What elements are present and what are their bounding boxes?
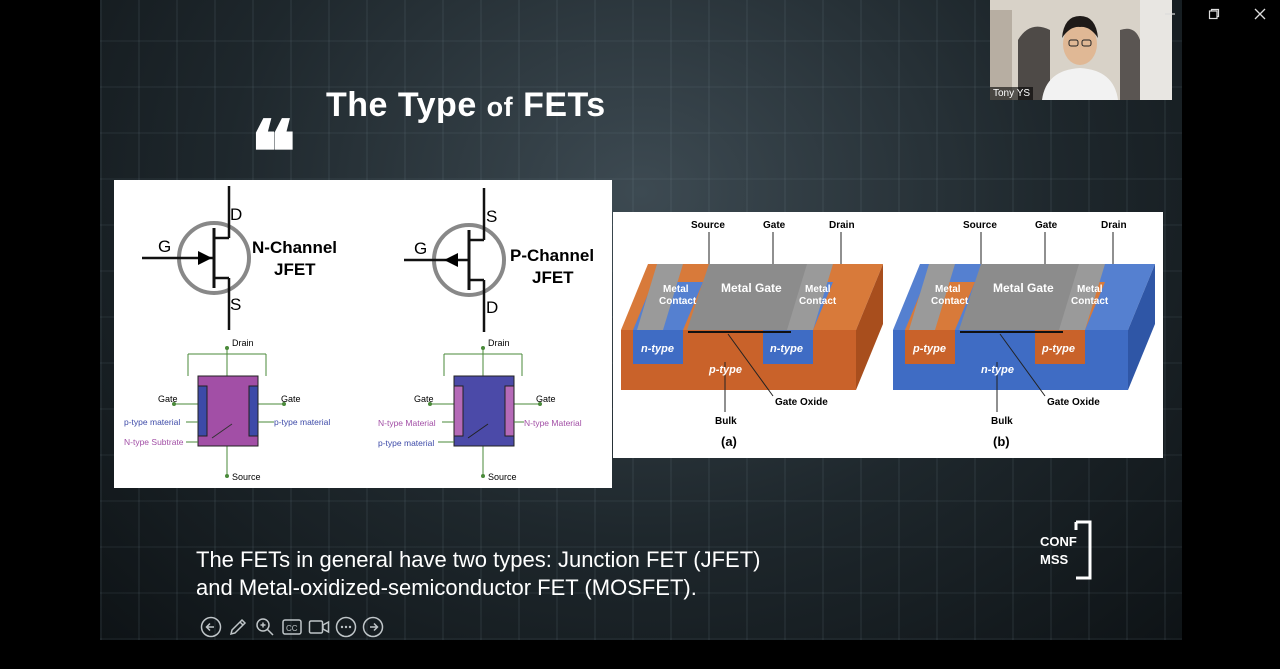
p-channel-symbol: G S D P-Channel JFET bbox=[404, 188, 594, 332]
more-icon[interactable] bbox=[335, 616, 357, 638]
cc-icon[interactable]: CC bbox=[281, 616, 303, 638]
presentation-slide: ❝ The Type of FETs G D S N-Channel JFET bbox=[100, 0, 1182, 640]
logo-top-text: CONF bbox=[1040, 534, 1077, 549]
n-channel-title: N-Channel bbox=[252, 238, 337, 257]
participant-name: Tony YS bbox=[990, 87, 1034, 100]
b-contact-right: Contact bbox=[1071, 296, 1109, 307]
n-ptype-right-label: p-type material bbox=[274, 417, 330, 427]
b-bulk: Bulk bbox=[991, 416, 1013, 427]
title-end-part: FETs bbox=[513, 86, 606, 124]
a-contact-right: Contact bbox=[799, 296, 837, 307]
webcam-video[interactable]: Tony YS bbox=[990, 0, 1172, 100]
p-source-symbol: S bbox=[486, 207, 497, 226]
b-contact-left: Contact bbox=[931, 296, 969, 307]
n-channel-symbol: G D S N-Channel JFET bbox=[142, 186, 337, 330]
b-gate-oxide: Gate Oxide bbox=[1047, 397, 1100, 408]
a-substrate: p-type bbox=[708, 364, 742, 376]
a-well-right: n-type bbox=[770, 343, 803, 355]
n-drain-label: Drain bbox=[232, 338, 254, 348]
b-well-left: p-type bbox=[912, 343, 946, 355]
title-part: The Type bbox=[326, 86, 487, 124]
n-ptype-left-label: p-type material bbox=[124, 417, 180, 427]
minimize-icon[interactable] bbox=[1160, 4, 1180, 24]
b-source-label: Source bbox=[963, 220, 997, 231]
speaker-video-frame bbox=[990, 0, 1172, 100]
slide-caption: The FETs in general have two types: Junc… bbox=[196, 546, 760, 602]
a-metal-gate: Metal Gate bbox=[721, 281, 782, 295]
mosfet-a: Source Gate Drain Metal Contact Metal Ga… bbox=[621, 220, 883, 449]
restore-icon[interactable] bbox=[1204, 4, 1224, 24]
b-well-right: p-type bbox=[1041, 343, 1075, 355]
p-jfet-title: JFET bbox=[532, 268, 574, 287]
jfet-diagram: G D S N-Channel JFET G S D P-Channel bbox=[124, 186, 594, 482]
caption-line-2: and Metal-oxidized-semiconductor FET (MO… bbox=[196, 575, 697, 600]
n-channel-structure: Drain Source Gate Gate p-type material p… bbox=[124, 338, 330, 482]
a-bulk: Bulk bbox=[715, 416, 737, 427]
logo-bottom-text: MSS bbox=[1040, 552, 1069, 567]
svg-text:CC: CC bbox=[286, 624, 298, 633]
n-jfet-title: JFET bbox=[274, 260, 316, 279]
a-caption: (a) bbox=[721, 434, 737, 449]
a-gate-oxide: Gate Oxide bbox=[775, 397, 828, 408]
n-gate-left-label: Gate bbox=[158, 394, 178, 404]
caption-line-1: The FETs in general have two types: Junc… bbox=[196, 547, 761, 572]
mosfet-diagram: Source Gate Drain Metal Contact Metal Ga… bbox=[621, 220, 1155, 449]
b-metal-gate: Metal Gate bbox=[993, 281, 1054, 295]
p-channel-structure: Drain Source Gate Gate N-type Material N… bbox=[378, 338, 582, 482]
n-source-symbol: S bbox=[230, 295, 241, 314]
n-gate-symbol: G bbox=[158, 237, 171, 256]
prev-icon[interactable] bbox=[200, 616, 222, 638]
b-caption: (b) bbox=[993, 434, 1010, 449]
p-gate-right-label: Gate bbox=[536, 394, 556, 404]
a-metal-left: Metal bbox=[663, 284, 689, 295]
b-substrate: n-type bbox=[981, 364, 1014, 376]
b-drain-label: Drain bbox=[1101, 220, 1127, 231]
p-ptype-label: p-type material bbox=[378, 438, 434, 448]
slide-title: The Type of FETs bbox=[326, 86, 606, 125]
b-metal-left: Metal bbox=[935, 284, 961, 295]
title-small-part: of bbox=[486, 92, 514, 122]
a-metal-right: Metal bbox=[805, 284, 831, 295]
p-channel-title: P-Channel bbox=[510, 246, 594, 265]
a-drain-label: Drain bbox=[829, 220, 855, 231]
a-contact-left: Contact bbox=[659, 296, 697, 307]
n-gate-right-label: Gate bbox=[281, 394, 301, 404]
b-gate-label: Gate bbox=[1035, 220, 1058, 231]
zoom-icon[interactable] bbox=[254, 616, 276, 638]
close-icon[interactable] bbox=[1250, 4, 1270, 24]
p-gate-left-label: Gate bbox=[414, 394, 434, 404]
b-metal-right: Metal bbox=[1077, 284, 1103, 295]
n-substrate-label: N-type Subtrate bbox=[124, 437, 184, 447]
a-well-left: n-type bbox=[641, 343, 674, 355]
conf-mss-logo: CONF MSS bbox=[1040, 520, 1092, 580]
next-icon[interactable] bbox=[362, 616, 384, 638]
a-gate-label: Gate bbox=[763, 220, 786, 231]
p-gate-symbol: G bbox=[414, 239, 427, 258]
presentation-controls: CC bbox=[200, 615, 384, 639]
p-drain-symbol: D bbox=[486, 298, 498, 317]
p-ntype-left-label: N-type Material bbox=[378, 418, 436, 428]
n-source-label: Source bbox=[232, 472, 261, 482]
p-ntype-right-label: N-type Material bbox=[524, 418, 582, 428]
video-icon[interactable] bbox=[308, 616, 330, 638]
n-drain-symbol: D bbox=[230, 205, 242, 224]
jfet-diagram-panel: G D S N-Channel JFET G S D P-Channel bbox=[114, 180, 612, 488]
mosfet-diagram-panel: Source Gate Drain Metal Contact Metal Ga… bbox=[613, 212, 1163, 458]
p-drain-label: Drain bbox=[488, 338, 510, 348]
p-source-label: Source bbox=[488, 472, 517, 482]
pen-icon[interactable] bbox=[227, 616, 249, 638]
a-source-label: Source bbox=[691, 220, 725, 231]
mosfet-b: Source Gate Drain Metal Contact Metal Ga… bbox=[893, 220, 1155, 449]
